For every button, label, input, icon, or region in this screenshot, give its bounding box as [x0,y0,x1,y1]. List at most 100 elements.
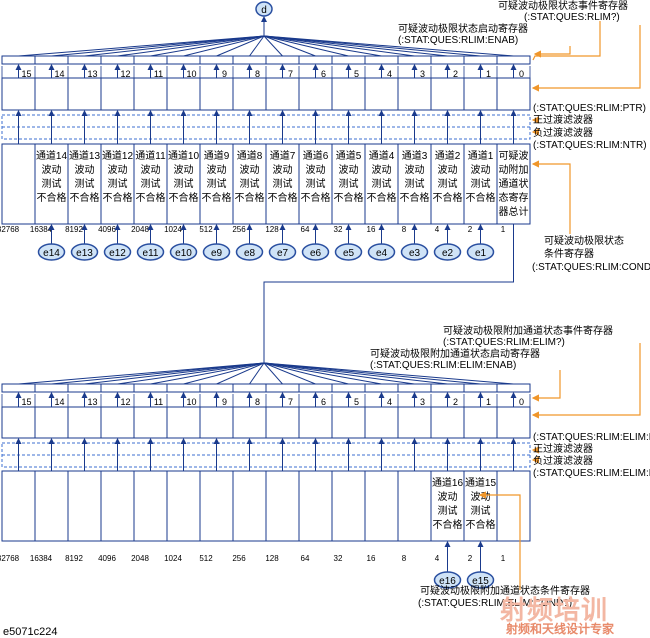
s1-cell-text: 测试 [207,177,227,190]
s1-bit-label: 4 [387,69,392,79]
s1-cell-text: 测试 [240,177,260,190]
s1-weight-label: 16 [367,225,376,234]
s1-weight-label: 4 [435,225,440,234]
s1-fan-line [84,35,265,57]
s2-fan-line [150,362,265,385]
s2-bit-label: 7 [288,397,293,407]
s1-cell-text: 测试 [306,177,326,190]
s2-condition-cmd: (:STAT:QUES:RLIM:ELIM:COND?) [418,598,573,609]
s2-fan-line [51,362,265,385]
s2-transition-filters [1,442,531,468]
s1-cell-text: 不合格 [334,191,364,204]
s1-event-name: e12 [109,248,126,259]
s1-weight-label: 32768 [0,225,20,234]
s2-weight-label: 32768 [0,554,20,563]
s1-event-name: e4 [376,248,388,259]
s1-event-name: e3 [409,248,421,259]
s1-event-name: e6 [310,248,322,259]
s1-event-name: e10 [175,248,192,259]
s1-bit-label: 5 [354,69,359,79]
s2-event-ellipse-e16 [433,571,462,589]
s1-fan-line [263,35,283,57]
s1-weight-label: 512 [199,225,213,234]
s1-event-ellipse-e1 [466,243,495,261]
s1-event-ellipse-e9 [202,243,231,261]
s1-event-ellipse-e12 [103,243,132,261]
s2-weight-label: 4096 [98,554,116,563]
s1-cell-text: 不合格 [433,191,463,204]
s2-fan-line [263,362,514,385]
s1-negative-filter: 负过渡滤波器 [533,128,593,139]
s1-fan-line [263,35,316,57]
s1-cell-text: 不合格 [169,191,199,204]
s1-event-ellipse-e13 [70,243,99,261]
s1-event-ellipse-e8 [235,243,264,261]
s2-event-name: e15 [472,576,489,587]
s2-bit-label: 2 [453,397,458,407]
s2-weight-label: 1 [501,554,506,563]
s1-cell-text: 不合格 [466,191,496,204]
s2-weight-label: 2048 [131,554,149,563]
s2-bit-label: 10 [186,397,196,407]
s1-fan-line [263,35,382,57]
s2-bit-label: 6 [321,397,326,407]
s1-cell-text: 波动 [108,163,128,176]
s1-event-ellipse-e14 [37,243,66,261]
s1-cell-text: 不合格 [400,191,430,204]
s1-fan-line [249,35,265,57]
s2-event-register-cmd: (:STAT:QUES:RLIM:ELIM?) [443,337,565,348]
s1-fan-line [150,35,265,57]
s1-cell-text: 通道4 [369,149,395,162]
s1-cell-text: 波动 [339,163,359,176]
s1-cell-text: 波动 [207,163,227,176]
s1-event-name: e5 [343,248,355,259]
s1-event-name: e2 [442,248,454,259]
s1-cell-text: 波动 [405,163,425,176]
s1-cell-text: 测试 [372,177,392,190]
s1-enable-register-cmd: (:STAT:QUES:RLIM:ENAB) [398,35,519,46]
s2-cell-text: 测试 [438,504,458,517]
s1-weight-label: 16384 [30,225,53,234]
s1-weight-label: 4096 [98,225,116,234]
s1-cell-text: 通道12 [102,149,134,162]
s2-weight-label: 2 [468,554,473,563]
s1-cell-text: 通道8 [237,149,263,162]
s1-event-ellipse-e3 [400,243,429,261]
s2-fan-line [18,362,265,385]
s1-event-name: e7 [277,248,289,259]
s2-weight-label: 16 [367,554,376,563]
s2-fan-line [263,362,283,385]
s1-bit-label: 0 [519,69,524,79]
s1-bit-label: 3 [420,69,425,79]
s1-cell-text: 器总计 [499,205,529,218]
s2-negative-filter: 负过渡滤波器 [533,456,593,467]
s1-bit-label: 15 [21,69,31,79]
s1-cell-text: 通道14 [36,149,68,162]
s2-event-orange [531,343,641,419]
s2-fan-line [263,362,415,385]
figure-id: e5071c224 [3,626,58,638]
s1-weight-label: 8 [402,225,407,234]
s2-cell-text: 不合格 [466,518,496,531]
s2-weight-label: 1024 [164,554,182,563]
s1-positive-filter: 正过渡滤波器 [533,115,593,126]
s1-cell-text: 不合格 [136,191,166,204]
s1-cell-text: 通道3 [402,149,428,162]
s1-cell-text: 态寄存 [499,191,529,204]
s1-bit-label: 14 [54,69,64,79]
s2-cell-text: 测试 [471,504,491,517]
s2-weight-label: 8 [402,554,407,563]
s2-condition-label: 可疑波动极限附加通道状态条件寄存器 [420,586,590,597]
s1-cell-text: 测试 [339,177,359,190]
s1-event-name: e9 [211,248,223,259]
s2-enable-orange [531,370,561,402]
s2-weight-label: 128 [265,554,279,563]
s1-weight-label: 32 [334,225,343,234]
s1-event-name: e13 [76,248,93,259]
s2-fan-line [117,362,265,385]
s2-event-ellipse-e15 [466,571,495,589]
s1-bit-label: 2 [453,69,458,79]
s1-bit-label: 9 [222,69,227,79]
s1-cell-text: 测试 [273,177,293,190]
